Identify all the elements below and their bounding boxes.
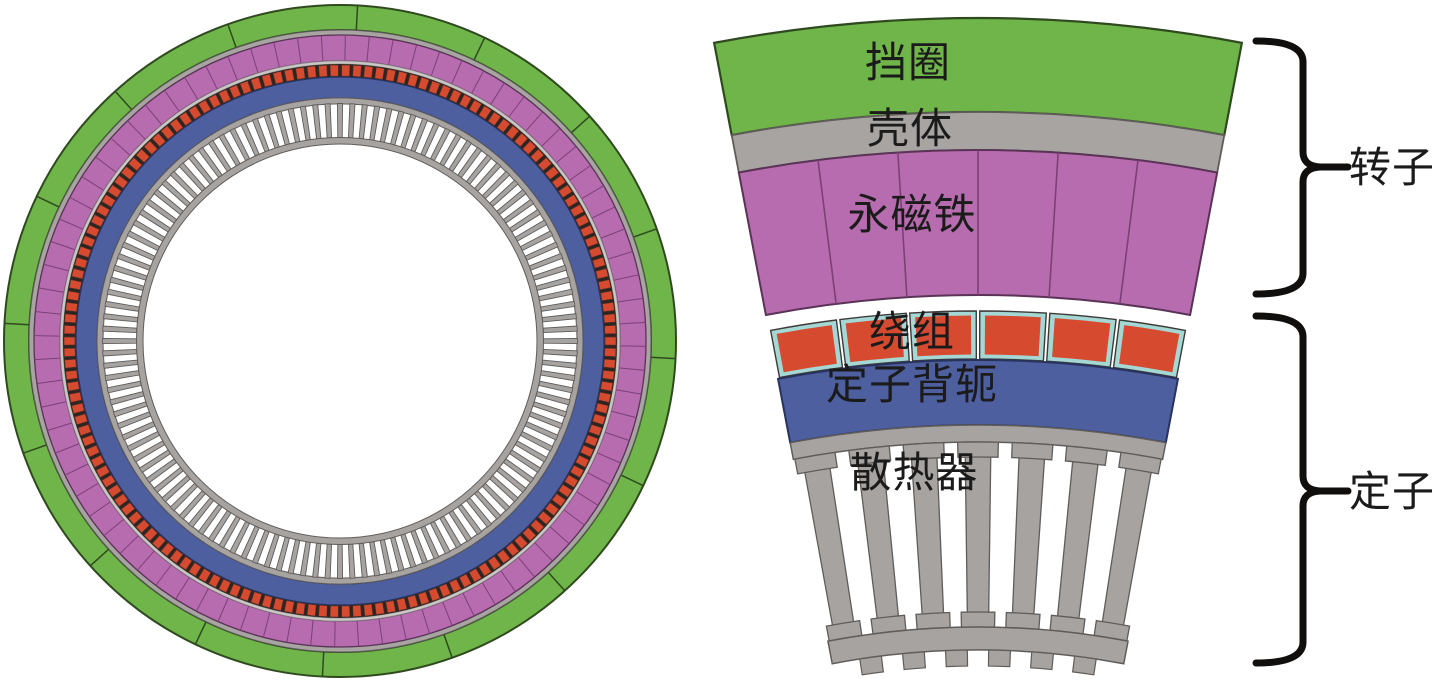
- stator-brace: [1252, 312, 1324, 667]
- label-winding: 绕组: [869, 310, 955, 356]
- ring-heatsink: [96, 97, 584, 585]
- label-rotor: 转子: [1349, 146, 1435, 192]
- rotor-brace: [1252, 37, 1324, 298]
- wedge-windings: [769, 310, 1187, 379]
- label-stator: 定子: [1349, 469, 1435, 516]
- annotations: 转子 定子: [1252, 37, 1435, 667]
- label-heatsink: 散热器: [849, 451, 978, 497]
- ring-windings: [63, 64, 617, 618]
- label-stator-yoke: 定子背轭: [826, 362, 998, 409]
- wedge-heatsink: [789, 424, 1167, 676]
- ring-view: [2, 4, 678, 678]
- label-housing: 壳体: [867, 107, 953, 153]
- wedge-magnets: [737, 149, 1219, 317]
- ring-stator-yoke: [75, 76, 605, 606]
- label-magnet: 永磁铁: [847, 193, 976, 239]
- ring-air-gap-sleeve: [59, 60, 621, 622]
- label-retaining-ring: 挡圈: [865, 41, 951, 87]
